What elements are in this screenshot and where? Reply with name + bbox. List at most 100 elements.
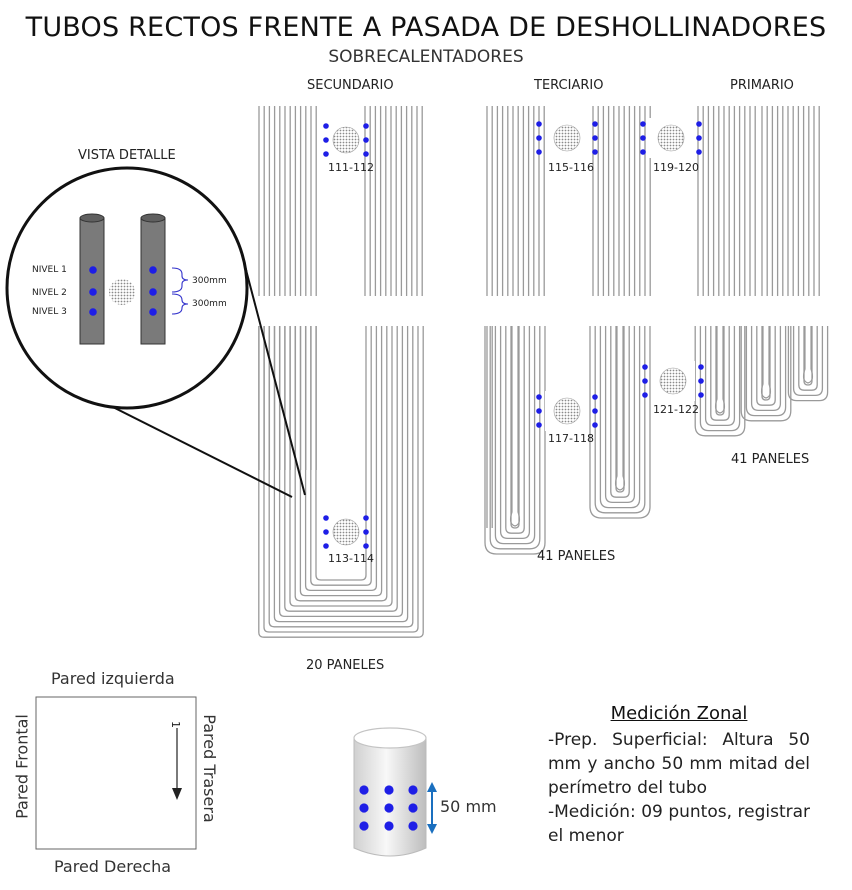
detail-level-1: NIVEL 1 (32, 265, 67, 275)
tube-bend (294, 326, 388, 602)
secundario-lower-left-tubes (258, 326, 317, 470)
measure-point (323, 515, 329, 521)
section-label-primario: PRIMARIO (730, 78, 794, 93)
measure-point (323, 543, 329, 549)
wall-box (35, 696, 197, 850)
tube-bend (594, 326, 646, 514)
detail-spacing-1: 300mm (192, 276, 227, 286)
sample-measure-point (384, 803, 394, 813)
wall-label-left: Pared Frontal (12, 714, 32, 819)
terciario-upper-right-tubes (592, 106, 651, 296)
measure-point (536, 135, 542, 141)
measure-point (642, 364, 648, 370)
terciario-lower-edge (486, 326, 493, 528)
measure-point (592, 121, 598, 127)
tube-bend (484, 326, 546, 555)
tube-bend (756, 326, 776, 406)
detail-tube-body (79, 217, 105, 345)
measure-point (640, 149, 646, 155)
zone-label-117-118: 117-118 (548, 432, 594, 445)
primario-lower-bundle-c (787, 326, 829, 402)
notes-line-1: -Prep. Superficial: Altura 50 mm y ancho… (548, 730, 810, 798)
detail-spacing-brace (171, 293, 189, 315)
tube-bend (710, 326, 730, 421)
primario-lower-bundle-b (740, 326, 792, 422)
measure-point (323, 151, 329, 157)
sample-dimension-arrow-up (427, 782, 437, 792)
tube-bend (310, 326, 372, 586)
zone-label-121-122: 121-122 (653, 403, 699, 416)
measure-point (323, 137, 329, 143)
sample-measure-point (408, 803, 418, 813)
sootblower-lance (553, 397, 581, 425)
measure-point (642, 378, 648, 384)
terciario-lower-bundle-b (589, 326, 651, 519)
tube-bend (268, 326, 414, 628)
detail-tube-right (140, 213, 166, 345)
measure-point (642, 392, 648, 398)
tube-bend (289, 326, 393, 607)
detail-measure-point (149, 266, 157, 274)
sootblower-lance (332, 126, 360, 154)
detail-leader-line (94, 397, 293, 498)
tube-bend (787, 326, 829, 402)
tube-bend (699, 326, 741, 432)
detail-measure-point (89, 288, 97, 296)
tube-bend (599, 326, 641, 509)
measure-point (698, 392, 704, 398)
tube-bend (798, 326, 818, 391)
section-label-terciario: TERCIARIO (534, 78, 604, 93)
tube-bend (803, 326, 813, 386)
primario-lower-bundle-a (694, 326, 746, 437)
sample-tube-body (353, 737, 427, 857)
page-title: TUBOS RECTOS FRENTE A PASADA DE DESHOLLI… (25, 12, 827, 43)
measurement-zones (323, 118, 704, 552)
detail-measure-point (89, 308, 97, 316)
measure-point (363, 529, 369, 535)
sample-dimension-arrow-down (427, 824, 437, 834)
panel-count-secundario: 20 PANELES (306, 658, 385, 673)
measure-point (536, 422, 542, 428)
terciario-lower-bundle-a (484, 326, 546, 555)
tube-bend (304, 326, 378, 592)
sootblower-lance (659, 367, 687, 395)
primario-upper-right-tubes (761, 106, 820, 296)
measure-point (363, 137, 369, 143)
sootblower-lance (332, 518, 360, 546)
sample-measure-point (359, 785, 369, 795)
detail-lance (109, 279, 135, 305)
measure-point (323, 529, 329, 535)
tube-bend (494, 326, 536, 545)
tube-bend (694, 326, 746, 437)
tube-bend (589, 326, 651, 519)
zone-119-120 (640, 118, 702, 158)
detail-leader-line (244, 265, 306, 496)
measure-point (696, 135, 702, 141)
tube-bend (792, 326, 824, 397)
sample-measure-point (384, 821, 394, 831)
measure-point (536, 149, 542, 155)
detail-tube-body (140, 217, 166, 345)
wall-orientation-box (35, 696, 197, 850)
sample-measure-point (359, 821, 369, 831)
measure-point (536, 394, 542, 400)
tube-bend (273, 326, 409, 623)
tube-bend (761, 326, 771, 401)
detail-view (5, 166, 306, 498)
tube-bend (284, 326, 398, 612)
notes-title: Medición Zonal (610, 703, 748, 724)
sample-measure-point (359, 803, 369, 813)
tube-bend (505, 326, 525, 534)
tube-bend (740, 326, 792, 422)
section-label-secundario: SECUNDARIO (307, 78, 394, 93)
secundario-upper-left-tubes (258, 106, 317, 296)
tube-bend (714, 326, 726, 414)
measure-point (363, 123, 369, 129)
measure-point (640, 135, 646, 141)
detail-level-3: NIVEL 3 (32, 307, 67, 317)
detail-spacing-brace (171, 267, 189, 293)
tube-bend (299, 326, 383, 597)
measure-point (592, 149, 598, 155)
zone-label-113-114: 113-114 (328, 552, 374, 565)
secundario-upper-right-tubes (364, 106, 423, 296)
